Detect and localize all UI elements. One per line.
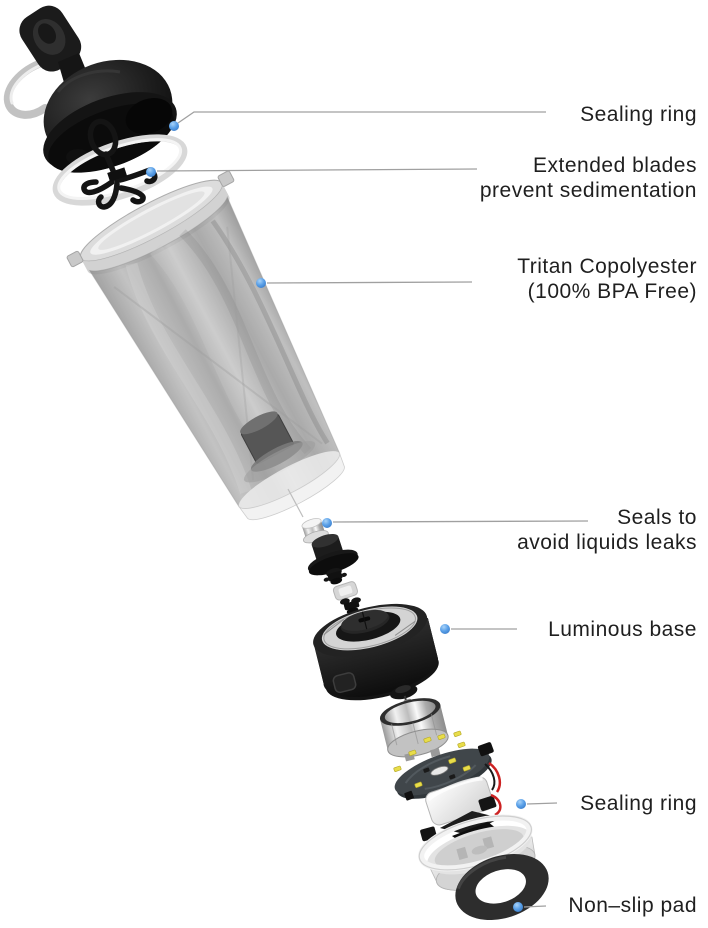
callout-lines [156,111,589,908]
label-text: prevent sedimentation [479,179,697,202]
luminous-base-part [313,603,439,701]
pcb-part [394,742,494,801]
label-seals-leaks: Seals to avoid liquids leaks [517,505,697,555]
label-luminous-base: Luminous base [548,617,697,642]
red-wire [488,761,501,793]
label-text: Seals to [617,506,697,529]
gray-insert-part [332,581,359,601]
callout-dot-icon [169,121,179,131]
carry-handle [3,58,49,119]
blade-coupling-hub [240,411,316,483]
axis-line [287,488,304,518]
spout-seal-part [307,533,359,576]
label-text: Extended blades [533,154,697,177]
power-button [332,672,357,694]
callout-dots [146,121,526,912]
label-text: Tritan Copolyester [517,255,697,278]
callout-dot-icon [146,167,156,177]
label-text: Non–slip pad [568,894,697,917]
label-text: Luminous base [548,618,697,641]
extended-blades-part [81,118,158,210]
callout-dot-icon [440,624,450,634]
flip-lid-open [19,5,82,72]
label-tritan-body: Tritan Copolyester (100% BPA Free) [517,254,697,304]
label-text: Sealing ring [580,792,697,815]
silicone-seal-part [301,518,329,544]
label-extended-blades: Extended blades prevent sedimentation [480,153,697,203]
small-knob-part [323,568,347,585]
black-wire [484,763,496,791]
bottle-body-part [66,170,345,520]
small-cross-part [339,597,361,615]
battery-red-wire [490,793,502,817]
label-text: Sealing ring [580,103,697,126]
label-text: (100% BPA Free) [527,280,697,303]
label-sealing-ring-bottom: Sealing ring [580,791,697,816]
label-text: avoid liquids leaks [517,531,697,554]
label-non-slip-pad: Non–slip pad [568,893,697,918]
lid-flip-cap [3,5,177,173]
motor-part [379,698,449,762]
callout-dot-icon [513,902,523,912]
non-slip-pad-part [455,853,549,921]
label-sealing-ring-top: Sealing ring [580,102,697,127]
callout-dot-icon [322,518,332,528]
callout-dot-icon [256,278,266,288]
callout-dot-icon [516,799,526,809]
